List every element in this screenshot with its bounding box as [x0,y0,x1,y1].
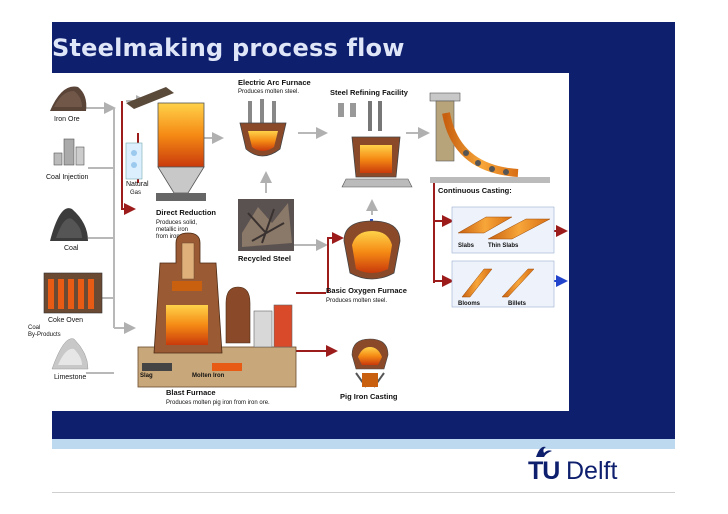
logo-delft: Delft [566,457,618,485]
blooms-panel [451,260,555,308]
label-coal-byproducts-1: Coal [28,325,40,331]
label-electric-arc-furnace: Electric Arc Furnace [238,78,311,87]
continuous-casting-machine [429,92,550,183]
slide-title: Steelmaking process flow [52,34,405,62]
label-coal-byproducts-2: By-Products [28,332,61,338]
electric-arc-furnace [239,99,287,157]
label-molten-iron: Molten Iron [192,373,225,379]
label-natural-gas-2: Gas [130,190,141,196]
label-coal: Coal [64,245,79,252]
flame-icon [536,446,552,457]
steel-refining-vessel [338,101,413,188]
recycled-steel-scrap [238,199,294,251]
logo-tu: TU [528,457,560,485]
slide-accent-bar [52,439,675,449]
coke-oven [43,272,103,314]
steelmaking-diagram: Iron Ore Coal Injection Natural Gas Coal… [26,73,569,411]
limestone-pile [51,338,89,370]
slabs-panel [451,206,555,254]
iron-ore-pile [50,86,87,111]
slide-footer [52,449,675,493]
label-recycled-steel: Recycled Steel [238,254,291,263]
label-basic-oxygen-furnace: Basic Oxygen Furnace [326,286,407,295]
label-slabs: Slabs [458,243,475,249]
tudelft-logo: TU Delft [528,443,623,488]
label-blast-furnace-desc: Produces molten pig iron from iron ore. [166,400,270,406]
label-thin-slabs: Thin Slabs [488,243,519,249]
label-continuous-casting: Continuous Casting: [438,186,512,195]
label-blast-furnace: Blast Furnace [166,388,216,397]
label-blooms: Blooms [458,301,481,307]
label-natural-gas-1: Natural [126,181,149,188]
label-pig-iron-casting: Pig Iron Casting [340,392,398,401]
label-direct-reduction: Direct Reduction [156,208,216,217]
label-direct-reduction-desc-1: Produces solid, [156,220,197,226]
label-eaf-desc: Produces molten steel. [238,89,299,95]
label-direct-reduction-desc-2: metallic iron [156,227,188,233]
natural-gas-tank [125,142,143,180]
label-iron-ore: Iron Ore [54,116,80,123]
label-billets: Billets [508,301,527,307]
flow-arrows [86,95,568,374]
label-bof-desc: Produces molten steel. [326,298,387,304]
coal-pile [50,208,88,241]
pig-iron-casting-machine [351,338,389,388]
label-limestone: Limestone [54,374,86,381]
label-steel-refining: Steel Refining Facility [330,88,409,97]
direct-reduction-furnace [126,87,206,201]
label-direct-reduction-desc-3: from iron ore. [156,234,192,240]
label-slag: Slag [140,373,153,379]
label-coal-injection: Coal Injection [46,174,89,181]
basic-oxygen-furnace [343,219,401,280]
blast-furnace [137,232,297,388]
label-coke-oven: Coke Oven [48,317,83,324]
coal-injection-equipment [53,138,85,166]
diagram-svg: Iron Ore Coal Injection Natural Gas Coal… [28,78,568,406]
